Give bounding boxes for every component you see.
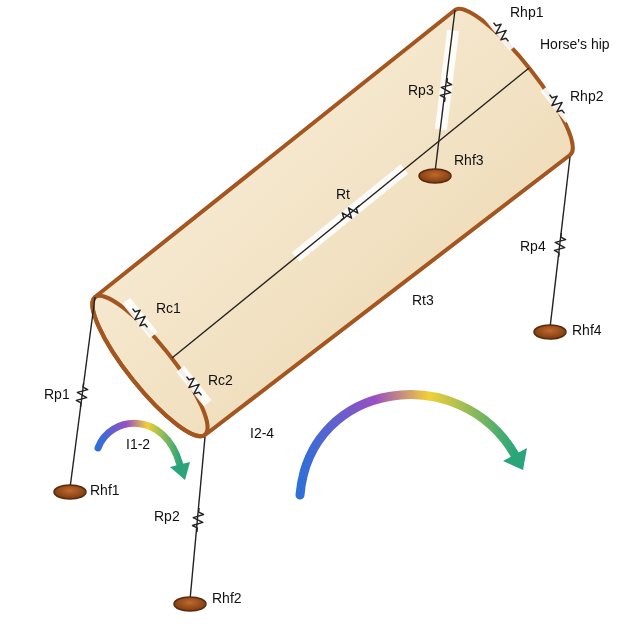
resistor-label: Rp4 [520,238,546,254]
body-cylinder [92,9,572,436]
hoof-label: Rhf4 [572,322,602,338]
resistor-label: Rp1 [44,386,70,402]
current-label: I2-4 [250,425,274,441]
current-arrow [98,395,527,495]
resistor-label: Rhp1 [510,4,543,20]
hoof-label: Rhf1 [90,482,120,498]
hoof-label: Rhf3 [454,152,484,168]
resistor-label: Rp3 [408,82,434,98]
highlight-band [122,13,573,406]
part-label: Horse's hip [540,36,610,52]
resistor-label: Rt3 [412,292,434,308]
hoof-pad [54,169,566,611]
resistor-label: Rc1 [156,300,181,316]
current-label: I1-2 [126,436,150,452]
resistor-label: Rc2 [208,372,233,388]
hoof-label: Rhf2 [212,590,242,606]
wire [70,10,570,600]
resistor-label: Rhp2 [570,88,603,104]
resistor-label: Rt [336,186,350,202]
resistor-symbol [75,19,568,532]
resistor-label: Rp2 [154,508,180,524]
